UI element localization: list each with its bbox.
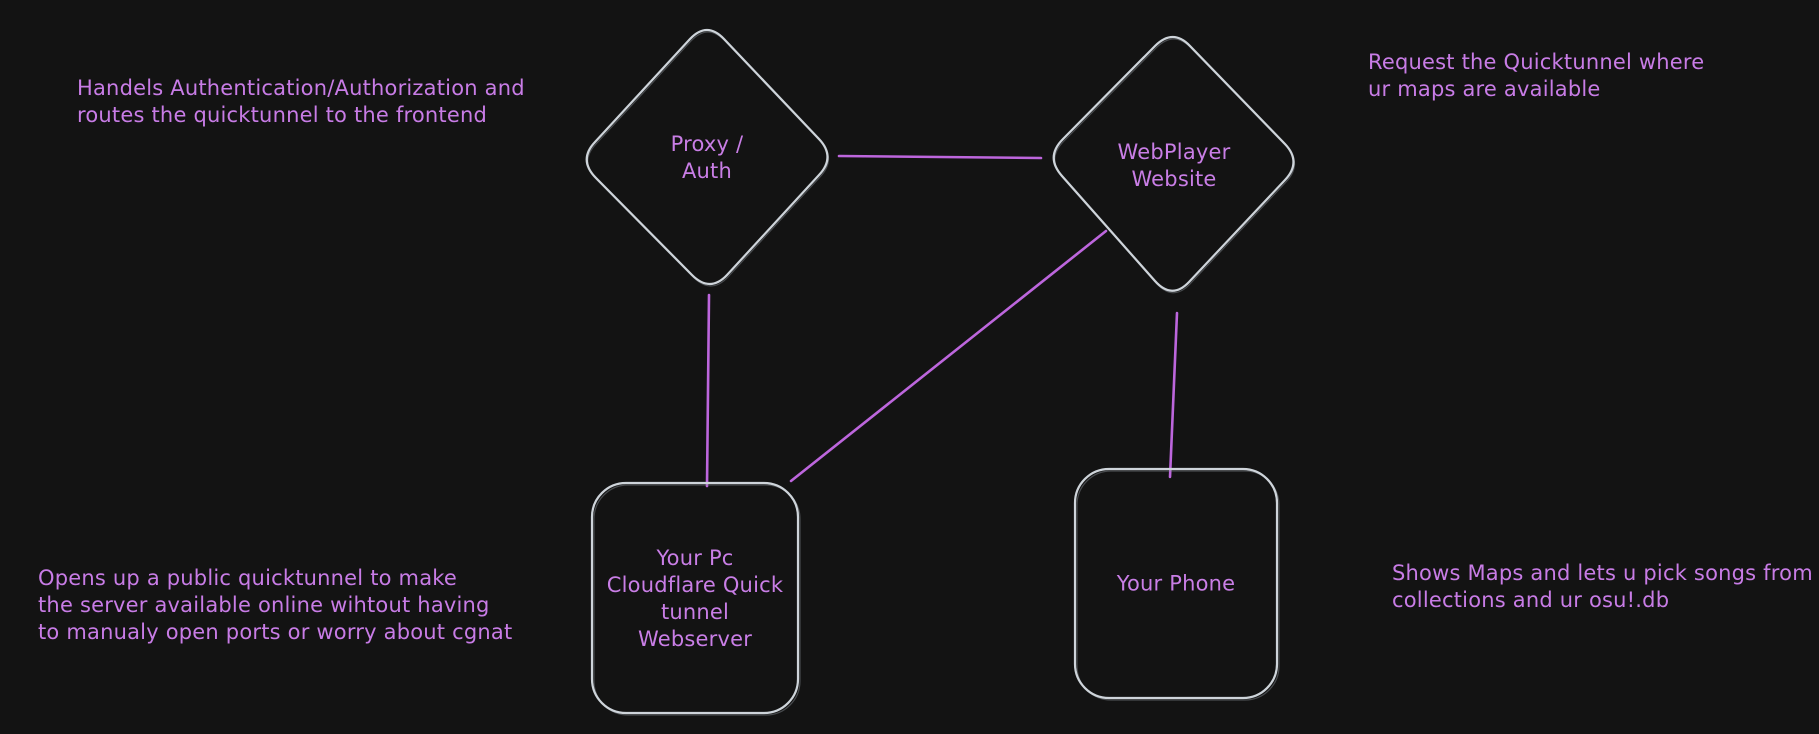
pc-webserver-box [590,481,800,715]
edge-webplayer-phone [1168,311,1179,479]
proxy-auth-label: Proxy / Auth [670,132,744,183]
your-phone-box [1073,467,1279,700]
edge-proxy-pc [705,293,711,488]
phone-annotation: Shows Maps and lets u pick songs from co… [1392,561,1813,612]
proxy-auth-diamond [585,28,829,286]
proxy-annotation: Handels Authentication/Authorization and… [77,76,525,127]
your-phone-box-sketch [1076,470,1280,701]
your-phone-label: Your Phone [1116,571,1236,596]
webplayer-diamond [1052,35,1295,292]
webplayer-annotation: Request the Quicktunnel where ur maps ar… [1368,50,1705,101]
edge-webplayer-pc [789,229,1108,483]
tunnel-annotation: Opens up a public quicktunnel to make th… [38,566,513,644]
webplayer-label: WebPlayer Website [1117,140,1231,191]
pc-webserver-box-sketch [593,484,801,716]
edge-proxy-webplayer [837,154,1043,160]
pc-webserver-label: Your Pc Cloudflare Quick tunnel Webserve… [606,546,784,651]
